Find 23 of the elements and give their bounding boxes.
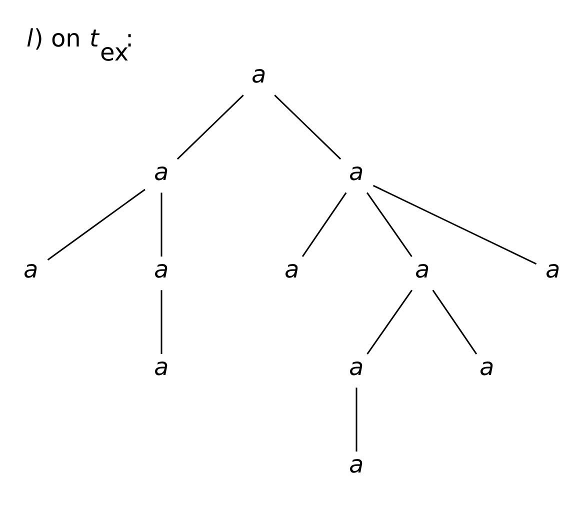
node-text: a: [415, 256, 430, 284]
node-text: a: [284, 256, 300, 284]
node-text: a: [24, 256, 38, 284]
node-text: a: [480, 353, 494, 382]
connector: [274, 94, 342, 160]
connector: [176, 94, 244, 160]
node-text: a: [349, 450, 364, 479]
connector: [372, 184, 537, 265]
node-text: a: [349, 158, 364, 186]
node-text: a: [349, 353, 364, 382]
node-text: a: [546, 256, 560, 284]
connector: [366, 290, 413, 354]
connector: [302, 192, 347, 257]
node-text: a: [154, 158, 169, 186]
connector: [366, 192, 412, 257]
connector: [356, 388, 358, 452]
connector: [160, 192, 162, 257]
connector: [47, 188, 146, 260]
node-text: a: [154, 353, 169, 382]
node-text: a: [252, 60, 266, 89]
connector: [160, 290, 162, 354]
node-text: a: [154, 256, 169, 284]
connector: [432, 290, 478, 354]
